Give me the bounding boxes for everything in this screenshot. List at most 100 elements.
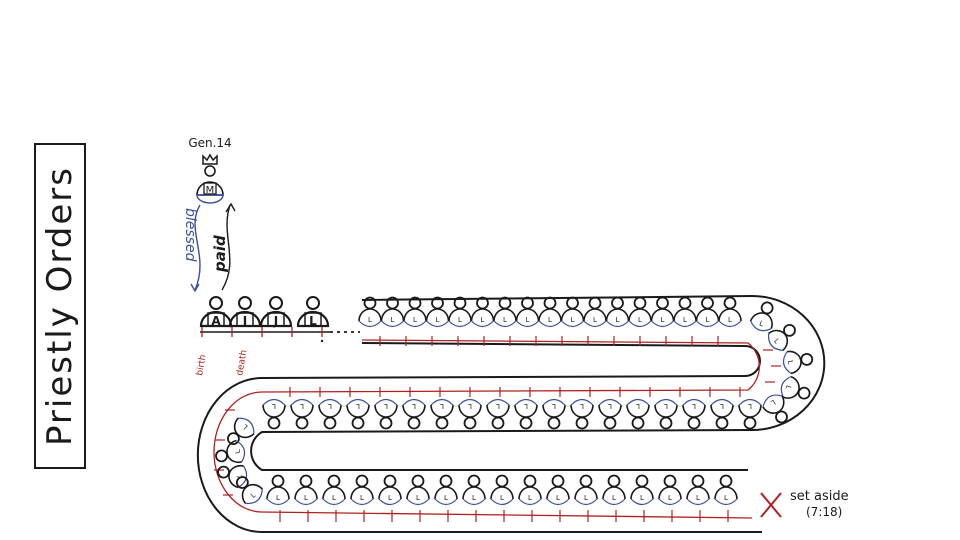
svg-text:L: L	[503, 316, 507, 324]
svg-text:L: L	[524, 402, 528, 410]
svg-text:L: L	[440, 402, 444, 410]
top-figure-letter: M	[206, 185, 215, 196]
svg-text:L: L	[638, 316, 642, 324]
patriarch-letter: A	[211, 314, 221, 328]
priest-figure: L	[402, 398, 426, 430]
reference-label: Gen.14	[188, 136, 231, 150]
priest-figure: L	[374, 398, 398, 430]
svg-text:L: L	[391, 316, 395, 324]
priest-figures: L L L L L L L L L L L L L L L L L L L L L L L L L L L L L L L L L L L L L L L L…	[215, 296, 814, 506]
priest-figure: L	[605, 296, 630, 328]
paid-arrow: paid	[211, 202, 236, 291]
priest-figure: L	[710, 398, 734, 430]
set-aside-label: set aside	[790, 489, 849, 504]
svg-text:L: L	[234, 448, 243, 454]
body-icon	[196, 181, 224, 196]
track-outer-line	[250, 294, 826, 471]
priest-figure: L	[266, 474, 290, 506]
svg-text:L: L	[241, 422, 249, 430]
priest-figure: L	[318, 398, 342, 430]
svg-text:L: L	[500, 494, 504, 502]
priest-figure: L	[654, 398, 678, 430]
svg-text:L: L	[636, 402, 640, 410]
priest-figure: L	[780, 375, 811, 400]
priest-figure: L	[215, 439, 246, 464]
priest-figure: L	[538, 296, 562, 328]
svg-text:L: L	[593, 316, 597, 324]
svg-text:L: L	[548, 316, 552, 324]
priest-figure: L	[682, 398, 706, 430]
svg-text:L: L	[276, 494, 280, 502]
patriarch-figure: A	[199, 296, 233, 328]
priest-figure: L	[514, 398, 538, 430]
priest-figure: L	[358, 296, 382, 328]
priest-figure: L	[262, 398, 286, 430]
priest-figure: L	[515, 296, 540, 328]
svg-text:L: L	[758, 319, 764, 328]
priest-figure: L	[695, 296, 720, 328]
priest-figure: L	[749, 301, 774, 332]
svg-text:L: L	[668, 494, 672, 502]
svg-text:L: L	[328, 402, 332, 410]
svg-text:L: L	[496, 402, 500, 410]
paid-label: paid	[211, 235, 229, 273]
priest-figure: L	[518, 474, 542, 506]
svg-text:L: L	[481, 316, 485, 324]
priest-figure: L	[628, 296, 652, 328]
priest-figure: L	[403, 296, 427, 328]
svg-text:L: L	[416, 494, 420, 502]
svg-text:L: L	[784, 384, 793, 390]
priest-figure: L	[462, 474, 486, 506]
track-inner-line	[196, 342, 762, 533]
svg-text:L: L	[412, 402, 416, 410]
priest-figure: L	[583, 296, 607, 328]
priest-figure: L	[380, 296, 405, 328]
svg-text:L: L	[661, 316, 665, 324]
svg-text:L: L	[360, 494, 364, 502]
priest-figure: L	[350, 474, 374, 506]
svg-text:L: L	[748, 402, 752, 410]
svg-text:L: L	[384, 402, 388, 410]
priest-figure: L	[458, 398, 482, 430]
patriarch-figure: J	[259, 296, 293, 328]
priest-figure: L	[490, 474, 514, 506]
priest-figure: L	[235, 476, 263, 505]
patriarch-timeline: birth death	[195, 327, 360, 377]
priest-figure: L	[294, 474, 318, 506]
priest-figure: L	[570, 398, 594, 430]
svg-text:L: L	[706, 316, 710, 324]
crown-icon	[202, 153, 218, 165]
priest-figure: L	[470, 296, 495, 328]
priest-figure: L	[718, 296, 742, 328]
svg-text:L: L	[249, 491, 257, 500]
priest-figure: L	[598, 398, 622, 430]
priest-figure: L	[378, 474, 402, 506]
svg-text:L: L	[664, 402, 668, 410]
priest-figure: L	[626, 398, 650, 430]
priest-figure: L	[217, 464, 248, 489]
priest-figure: L	[546, 474, 570, 506]
priest-figure: L	[658, 474, 682, 506]
svg-text:L: L	[444, 494, 448, 502]
priest-figure: L	[782, 350, 814, 375]
patriarch-letter: I	[243, 314, 247, 328]
svg-text:L: L	[640, 494, 644, 502]
patriarch-letter: L	[309, 314, 317, 328]
priest-figure: L	[673, 296, 697, 328]
svg-text:L: L	[526, 316, 530, 324]
svg-text:L: L	[528, 494, 532, 502]
birth-label: birth	[195, 354, 209, 377]
head-icon	[204, 165, 216, 177]
priest-figure: L	[738, 398, 762, 430]
patriarch-letter: J	[273, 314, 278, 328]
patriarch-figure: I	[228, 296, 262, 328]
svg-text:L: L	[692, 402, 696, 410]
patriarch-figure: L	[296, 296, 330, 328]
svg-text:L: L	[728, 316, 732, 324]
svg-text:L: L	[696, 494, 700, 502]
svg-text:L: L	[580, 402, 584, 410]
priest-figure: L	[493, 296, 517, 328]
svg-text:L: L	[616, 316, 620, 324]
